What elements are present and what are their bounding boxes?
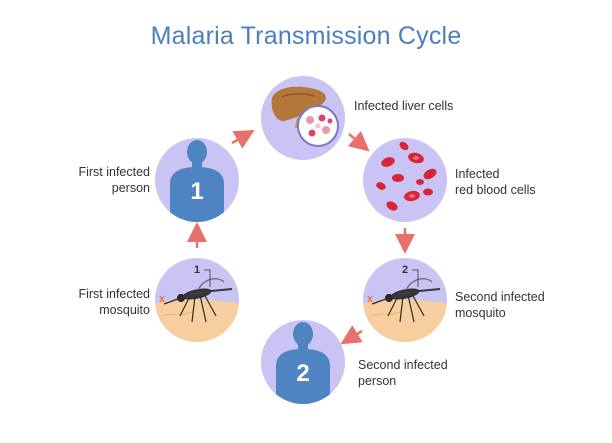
label-first-infected-mosquito: First infected mosquito bbox=[78, 287, 150, 317]
second-person-circle: 2 bbox=[261, 320, 345, 404]
mosquito-icon bbox=[163, 278, 233, 323]
label-infected-liver-cells: Infected liver cells bbox=[354, 99, 454, 113]
first-person-circle: 1 bbox=[155, 138, 239, 222]
first-mosquito-circle: 1 bbox=[155, 258, 239, 342]
mosquito-icon bbox=[371, 278, 441, 323]
label-second-infected-mosquito: Second infected mosquito bbox=[455, 290, 545, 320]
mosquito-number: 1 bbox=[194, 264, 200, 276]
cycle-arrows bbox=[187, 130, 415, 345]
arrow-mosquito2-to-person2 bbox=[340, 325, 363, 345]
person-icon bbox=[276, 322, 330, 404]
arrow-person1-to-liver bbox=[231, 130, 255, 149]
red-blood-cells-circle bbox=[363, 138, 447, 222]
mosquito-number: 2 bbox=[402, 264, 408, 276]
person-number: 2 bbox=[296, 360, 309, 387]
magnifier-icon bbox=[297, 105, 339, 147]
arrow-liver-to-blood bbox=[347, 130, 370, 152]
liver-cells-circle bbox=[261, 76, 345, 160]
label-second-infected-person: Second infected person bbox=[358, 358, 448, 388]
person-icon bbox=[170, 140, 224, 222]
second-mosquito-circle: 2 bbox=[363, 258, 447, 342]
label-first-infected-person: First infected person bbox=[78, 165, 150, 195]
page-title: Malaria Transmission Cycle bbox=[150, 22, 462, 50]
person-number: 1 bbox=[190, 178, 203, 205]
label-infected-red-blood-cells: Infected red blood cells bbox=[455, 167, 536, 197]
